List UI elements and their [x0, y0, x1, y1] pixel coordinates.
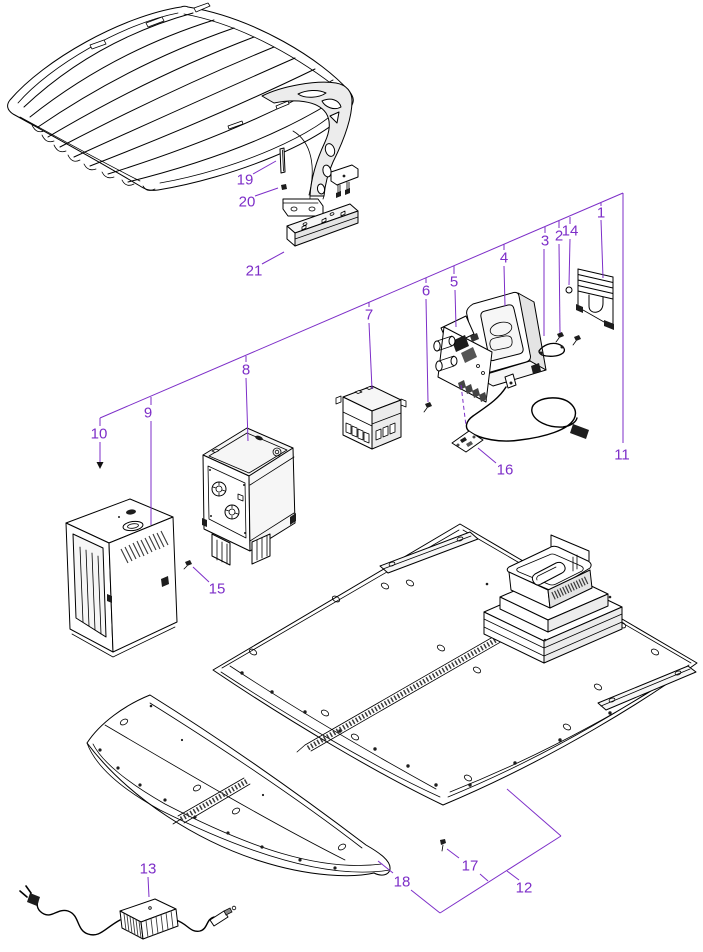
callout-label-17: 17 — [462, 858, 479, 875]
leader-line — [252, 160, 277, 175]
callout-label-4: 4 — [500, 250, 508, 267]
callout-label-2: 2 — [555, 228, 563, 245]
support-rail-bottom — [597, 665, 697, 711]
leader-line — [568, 238, 571, 286]
leader-line — [147, 876, 150, 898]
leader-line — [410, 889, 441, 914]
callout-label-15: 15 — [209, 581, 226, 598]
callout-label-5: 5 — [450, 274, 458, 291]
washer-14 — [565, 286, 573, 294]
leader-line — [479, 873, 489, 882]
callout-label-10: 10 — [91, 426, 108, 443]
leader-line — [368, 322, 373, 390]
callout-label-19: 19 — [237, 172, 254, 189]
power-adapter — [19, 885, 237, 940]
leader-line — [261, 251, 285, 265]
leader-line — [506, 870, 520, 881]
leader-line — [192, 566, 210, 583]
sensor-board — [451, 430, 484, 453]
leader-line — [99, 192, 624, 419]
callout-label-7: 7 — [365, 307, 373, 324]
callout-label-12: 12 — [516, 880, 533, 897]
control-board — [433, 315, 493, 403]
apron-slots — [119, 718, 347, 851]
callout-label-11: 11 — [614, 447, 630, 464]
power-cord — [465, 386, 589, 442]
terminal-module — [335, 385, 407, 450]
callout-label-1: 1 — [597, 205, 605, 222]
apron-panel — [86, 694, 391, 877]
leader-line — [446, 848, 460, 859]
leader-line — [600, 219, 604, 279]
leader-line — [454, 289, 457, 328]
screw-15 — [183, 560, 192, 570]
leader-line — [439, 835, 562, 914]
canopy-panel — [7, 2, 354, 191]
callout-label-21: 21 — [246, 263, 263, 280]
callout-label-20: 20 — [239, 194, 256, 211]
control-unit — [202, 427, 296, 566]
arm-side-bracket — [330, 164, 359, 198]
panel-rivets — [240, 671, 657, 787]
leader-line — [503, 265, 506, 307]
cradle-assembly — [483, 534, 623, 664]
support-rail-top — [379, 531, 479, 574]
base-panel — [212, 523, 698, 806]
leader-line — [506, 788, 562, 837]
screw-extra — [572, 335, 581, 346]
support-arm — [261, 81, 353, 197]
leader-line — [377, 860, 394, 874]
callout-label-16: 16 — [497, 462, 514, 479]
leader-line — [254, 187, 279, 197]
leader-line — [558, 243, 561, 334]
leader-line — [477, 447, 497, 464]
callout-label-8: 8 — [242, 362, 250, 379]
screw-6 — [423, 402, 432, 413]
leader-arrowhead — [96, 462, 104, 469]
callout-label-3: 3 — [541, 233, 549, 250]
pin-fastener — [279, 147, 286, 174]
callout-label-6: 6 — [422, 283, 430, 300]
apron-rivets — [98, 704, 337, 870]
screw-2 — [555, 332, 564, 343]
screw-17 — [440, 839, 446, 852]
callout-label-14: 14 — [562, 223, 579, 240]
cable-clamp — [538, 342, 565, 357]
leader-line — [425, 298, 429, 403]
callout-label-9: 9 — [144, 405, 152, 422]
vent-plate — [576, 268, 614, 330]
callout-label-18: 18 — [394, 874, 411, 891]
callout-label-13: 13 — [140, 861, 157, 878]
mounting-block — [286, 203, 359, 247]
arm-foot-plate — [282, 195, 325, 217]
screw-20 — [281, 184, 287, 190]
leader-line — [245, 377, 249, 442]
lamp-housing — [65, 498, 178, 658]
